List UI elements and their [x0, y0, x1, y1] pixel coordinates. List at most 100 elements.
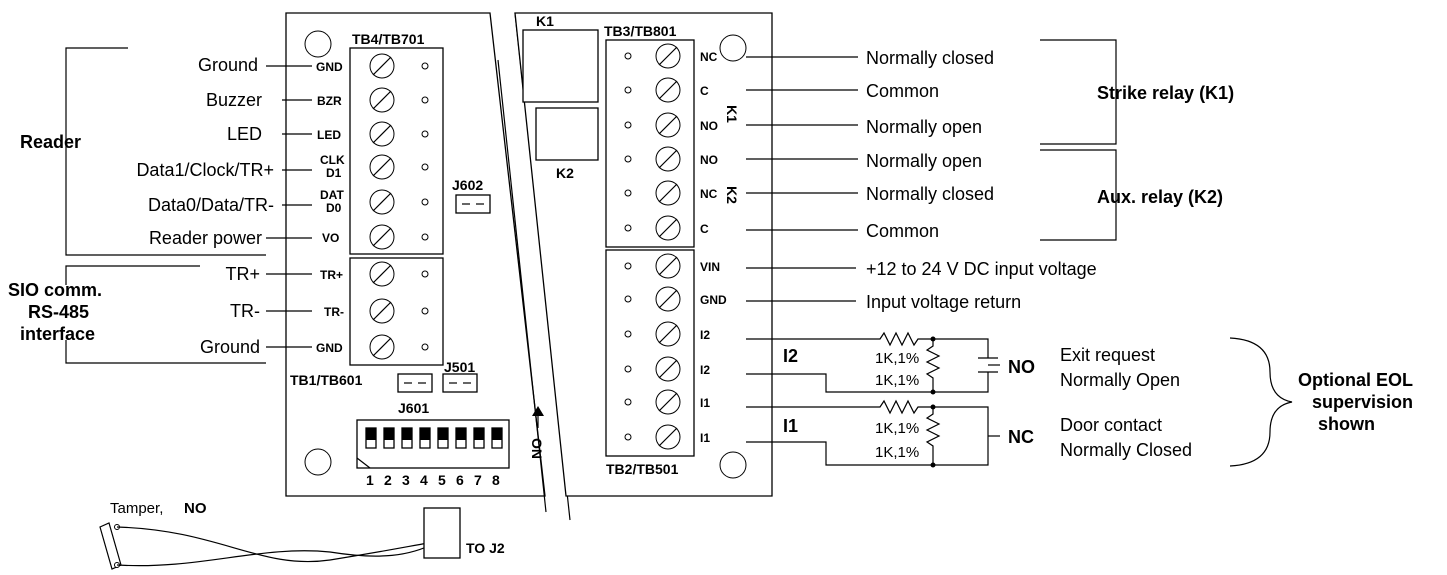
j501-jumper	[442, 373, 478, 393]
j602-label: J602	[452, 177, 483, 193]
sio-line-trminus: TR-	[230, 301, 260, 321]
dip-number-1: 1	[366, 472, 374, 488]
tb3-pin-c1: C	[700, 84, 709, 98]
reader-line-led: LED	[227, 124, 262, 144]
reader-wires	[65, 47, 312, 256]
tb3-pin-c2: C	[700, 222, 709, 236]
tb3-pin-no2: NO	[700, 153, 718, 167]
power-line-vin: +12 to 24 V DC input voltage	[866, 259, 1097, 279]
eol-line-3: shown	[1318, 414, 1375, 434]
dip-number-3: 3	[402, 472, 410, 488]
tb4-pin-gnd: GND	[316, 60, 343, 74]
tamper-switch-icon	[99, 522, 122, 570]
relay-line-no2: Normally open	[866, 151, 982, 171]
i1-label: I1	[783, 416, 798, 436]
tb3-pin-nc2: NC	[700, 187, 718, 201]
nc-contact-label: NC	[1008, 427, 1034, 447]
relay-line-no1: Normally open	[866, 117, 982, 137]
relay-line-c2: Common	[866, 221, 939, 241]
tamper-label: Tamper,	[110, 500, 163, 517]
sio-line-ground: Ground	[200, 337, 260, 357]
j501-label: J501	[444, 359, 475, 375]
tb2-pin-i1b: I1	[700, 431, 710, 445]
j601-jumper	[397, 373, 433, 393]
sio-line-trplus: TR+	[225, 264, 260, 284]
dip-switch-levers	[365, 427, 503, 449]
reader-line-power: Reader power	[149, 228, 262, 248]
relay-k2	[535, 107, 599, 161]
j601-label: J601	[398, 400, 429, 416]
i1-circuit	[746, 399, 1000, 468]
reader-line-data0: Data0/Data/TR-	[148, 195, 274, 215]
mount-hole-bottom-left	[304, 448, 332, 476]
tb4-screws	[369, 53, 429, 250]
tb4-block	[349, 47, 444, 255]
power-line-return: Input voltage return	[866, 292, 1021, 312]
i1-resistor-1: 1K,1%	[875, 420, 919, 437]
tb2-pin-i2a: I2	[700, 328, 710, 342]
relay-line-nc2: Normally closed	[866, 184, 994, 204]
reader-line-ground: Ground	[198, 55, 258, 75]
i1-resistor-2: 1K,1%	[875, 444, 919, 461]
tb4-pin-dat: DAT	[320, 188, 344, 202]
tb4-pin-d1: D1	[326, 166, 342, 180]
tb1-screws	[369, 261, 429, 360]
tb4-title: TB4/TB701	[352, 31, 425, 47]
dip-number-8: 8	[492, 472, 500, 488]
eol-line-1: Optional EOL	[1298, 370, 1413, 390]
j602-jumper	[455, 194, 491, 214]
tb1-pin-gnd: GND	[316, 341, 343, 355]
dip-number-6: 6	[456, 472, 464, 488]
k1-side-label: K1	[724, 105, 740, 123]
no-contact-label: NO	[1008, 357, 1035, 377]
reader-line-buzzer: Buzzer	[206, 90, 262, 110]
aux-relay-label: Aux. relay (K2)	[1097, 187, 1223, 207]
tb4-pin-bzr: BZR	[317, 94, 342, 108]
tb4-pin-clk: CLK	[320, 153, 345, 167]
mount-hole-top-right	[719, 34, 747, 62]
tb3-block	[605, 39, 695, 248]
tb2-title: TB2/TB501	[606, 461, 679, 477]
tb2-pin-vin: VIN	[700, 260, 720, 274]
tb1-pin-trplus: TR+	[320, 268, 343, 282]
dip-switch	[356, 419, 510, 469]
relay-k1	[522, 29, 599, 103]
dip-on-arrow-icon	[532, 406, 544, 428]
i2-resistor-2: 1K,1%	[875, 372, 919, 389]
i2-resistor-1: 1K,1%	[875, 350, 919, 367]
tb2-pin-i1a: I1	[700, 396, 710, 410]
reader-group-label: Reader	[20, 132, 81, 152]
board-cut-line-2	[497, 59, 547, 513]
dip-on-label: ON	[529, 438, 545, 459]
relay-wires	[746, 39, 1117, 302]
door-contact-line-2: Normally Closed	[1060, 440, 1192, 460]
tb2-screws	[624, 253, 681, 450]
door-contact-line-1: Door contact	[1060, 415, 1162, 435]
tb4-pin-d0: D0	[326, 201, 342, 215]
tb4-pin-vo: VO	[322, 231, 339, 245]
mount-hole-top-left	[304, 30, 332, 58]
mount-hole-bottom-right	[719, 451, 747, 479]
tb2-pin-gnd: GND	[700, 293, 727, 307]
eol-brace	[1229, 337, 1293, 467]
sio-group-label-2: RS-485	[28, 302, 89, 322]
to-j2-connector	[423, 507, 461, 559]
to-j2-label: TO J2	[466, 540, 505, 556]
tb3-screws	[624, 43, 681, 241]
exit-request-line-1: Exit request	[1060, 345, 1155, 365]
dip-number-7: 7	[474, 472, 482, 488]
tb2-pin-i2b: I2	[700, 363, 710, 377]
tamper-type: NO	[184, 500, 207, 517]
relay-k2-label: K2	[556, 165, 574, 181]
tb2-block	[605, 249, 695, 457]
tb4-pin-led: LED	[317, 128, 341, 142]
dip-number-2: 2	[384, 472, 392, 488]
tb1-block	[349, 257, 444, 366]
exit-request-line-2: Normally Open	[1060, 370, 1180, 390]
tb3-title: TB3/TB801	[604, 23, 677, 39]
relay-line-nc1: Normally closed	[866, 48, 994, 68]
i2-circuit	[746, 331, 1000, 395]
eol-line-2: supervision	[1312, 392, 1413, 412]
strike-relay-label: Strike relay (K1)	[1097, 83, 1234, 103]
